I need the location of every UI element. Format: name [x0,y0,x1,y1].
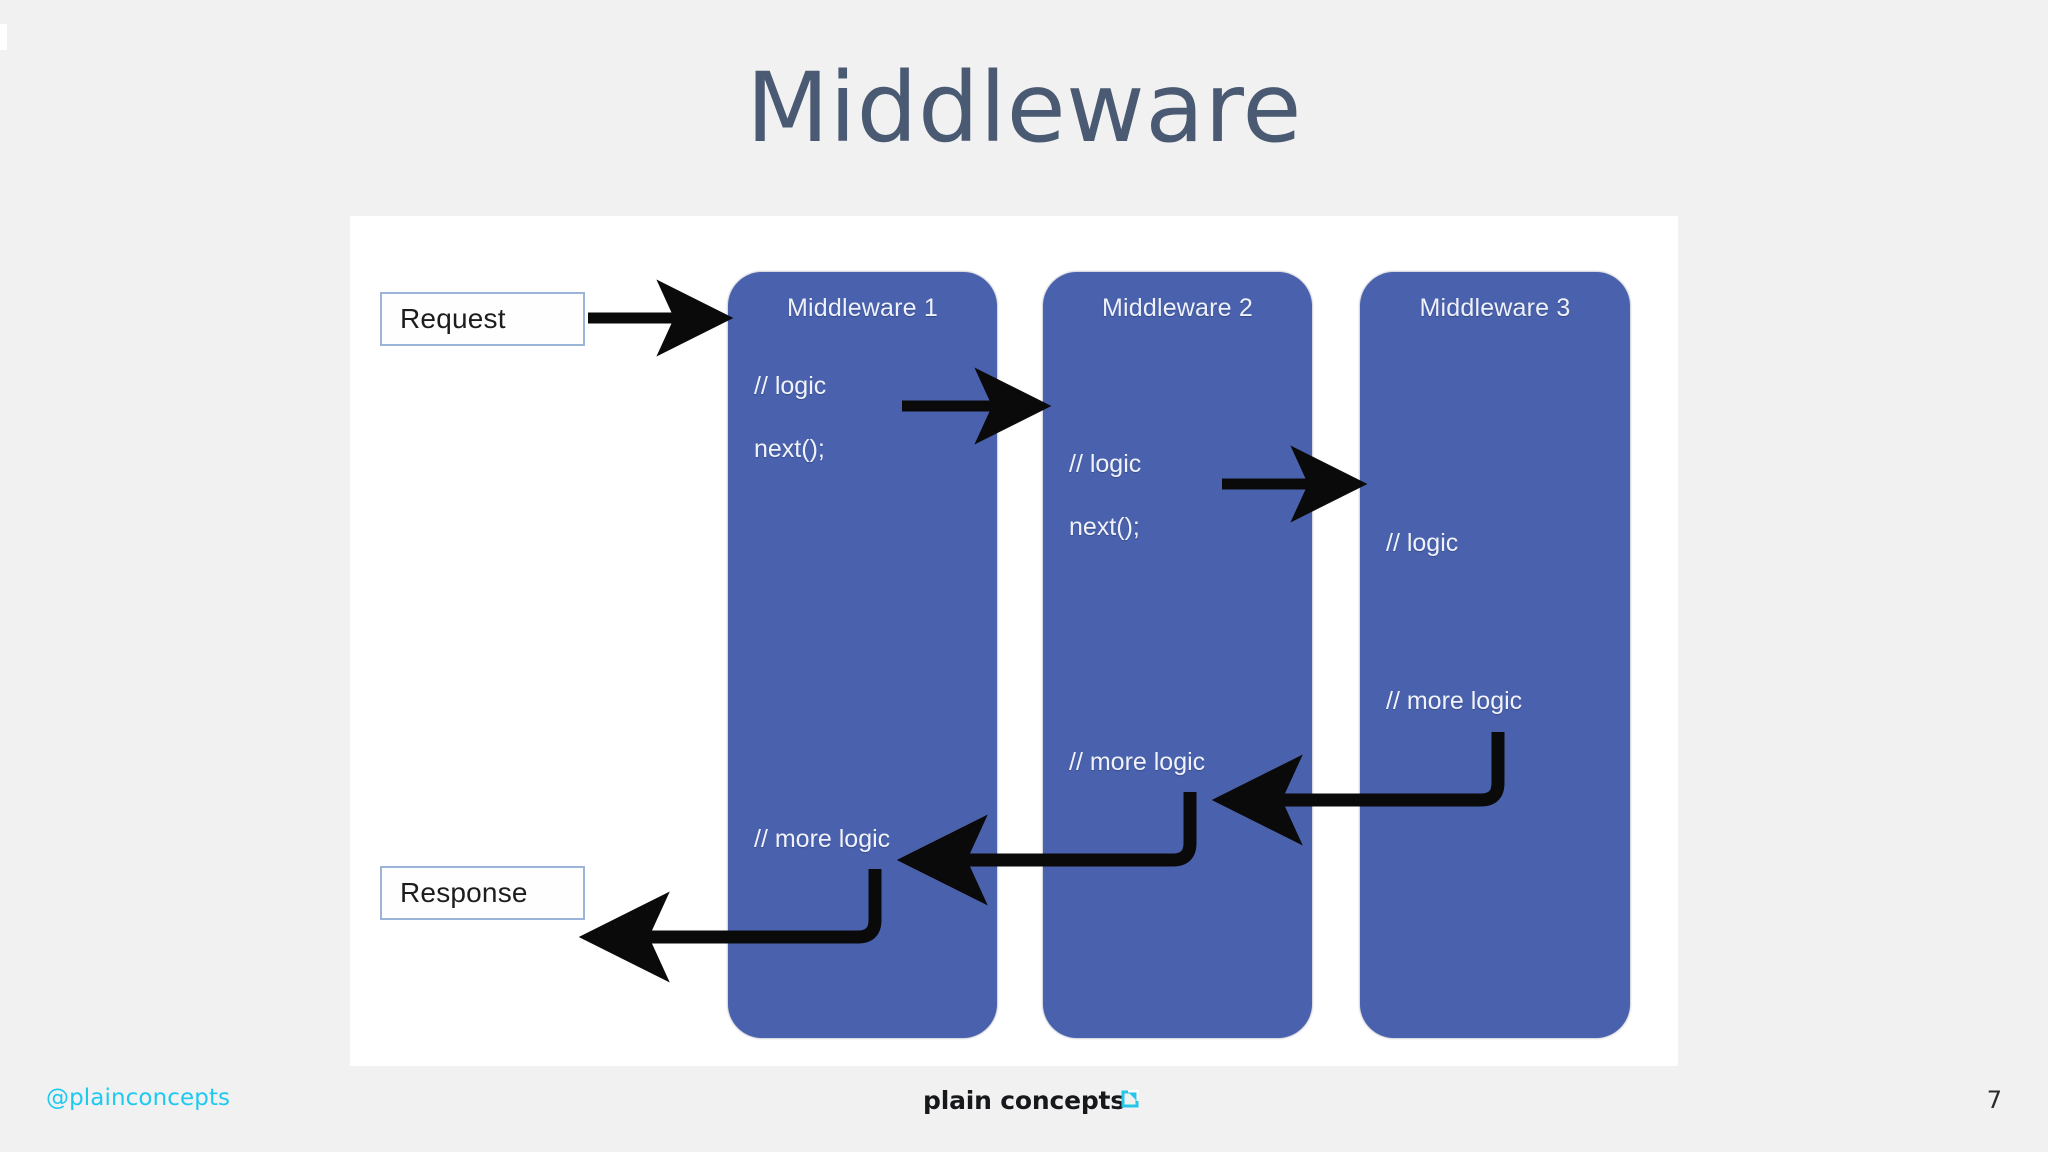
middleware-1-line-next: next(); [754,435,825,463]
middleware-2-line-logic: // logic [1069,450,1142,478]
middleware-column-1[interactable]: Middleware 1 // logic next(); // more lo… [728,272,997,1038]
social-handle[interactable]: @plainconcepts [46,1085,231,1111]
middleware-3-line-logic: // logic [1386,529,1459,557]
middleware-1-line-more-logic: // more logic [754,825,891,853]
middleware-2-line-more-logic: // more logic [1069,748,1206,776]
middleware-column-2[interactable]: Middleware 2 // logic next(); // more lo… [1043,272,1312,1038]
middleware-1-title: Middleware 1 [786,294,939,322]
brand-logo-text: plain concepts [923,1086,1125,1115]
request-box[interactable]: Request [380,292,585,346]
diagram-panel: Middleware 1 // logic next(); // more lo… [350,216,1678,1066]
page-number: 7 [1986,1086,2002,1114]
brand-logo: plain concepts [0,1086,2048,1115]
middleware-2-line-next: next(); [1069,513,1140,541]
response-label: Response [400,877,528,908]
middleware-3-title: Middleware 3 [1419,294,1571,322]
response-box[interactable]: Response [380,866,585,920]
middleware-2-title: Middleware 2 [1101,294,1254,322]
middleware-1-line-logic: // logic [754,372,827,400]
left-edge-marker [0,24,7,50]
page-title: Middleware [746,52,1302,164]
request-label: Request [400,303,506,334]
middleware-column-3[interactable]: Middleware 3 // logic // more logic [1360,272,1630,1038]
middleware-3-line-more-logic: // more logic [1386,687,1523,715]
